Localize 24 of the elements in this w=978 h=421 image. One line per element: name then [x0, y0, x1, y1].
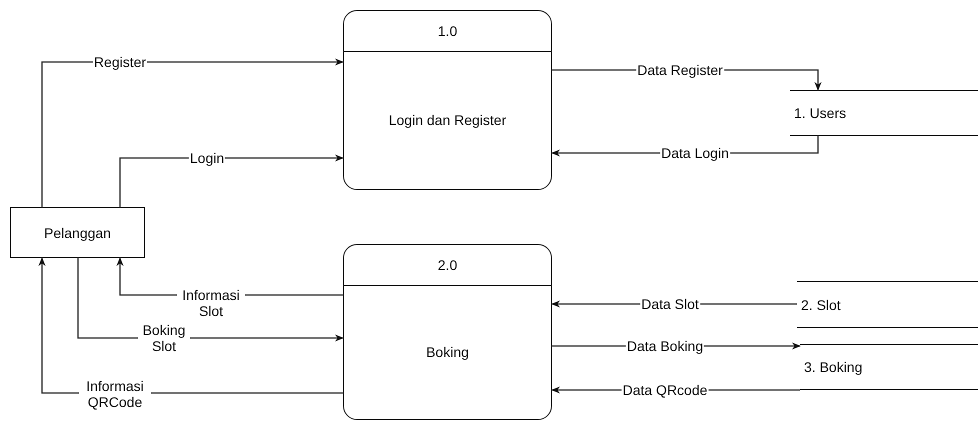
external-entity-box — [10, 207, 145, 258]
edge-label: Boking Slot — [138, 322, 190, 354]
store-name: 3. Boking — [804, 359, 862, 375]
process-box — [343, 10, 552, 190]
process-box — [343, 244, 552, 420]
edge-label: Data Register — [636, 62, 724, 78]
edge-label: Data QRcode — [622, 382, 708, 398]
data-store — [797, 281, 978, 328]
edge-label: Informasi QRCode — [79, 378, 151, 410]
process-number: 2.0 — [438, 257, 458, 273]
edge-label: Informasi Slot — [177, 287, 245, 319]
edge-label: Data Slot — [640, 296, 700, 312]
store-name: 1. Users — [794, 105, 846, 121]
data-store — [790, 90, 978, 136]
process-name: Login dan Register — [388, 112, 506, 128]
edge-label: Login — [188, 150, 226, 166]
edge-label: Data Boking — [626, 338, 704, 354]
entity-name: Pelanggan — [44, 224, 111, 240]
edge-label: Data Login — [660, 145, 730, 161]
process-number: 1.0 — [438, 23, 458, 39]
edge-label: Register — [92, 54, 148, 70]
process-name: Boking — [426, 344, 469, 360]
data-store — [800, 344, 978, 390]
store-name: 2. Slot — [801, 296, 841, 312]
